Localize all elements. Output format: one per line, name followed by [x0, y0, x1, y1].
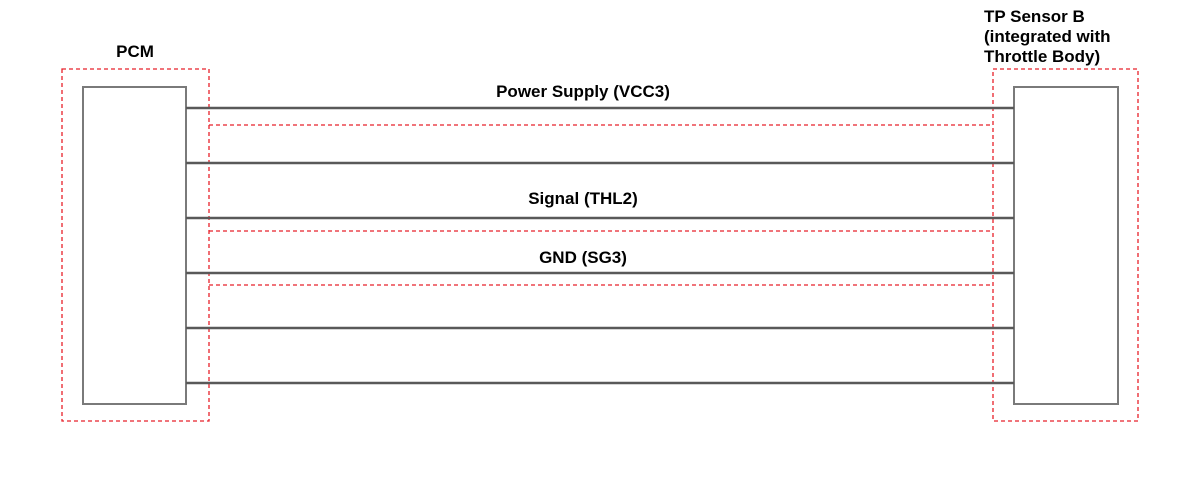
pcm-zone-outline	[61, 68, 210, 422]
sensor-connector	[1013, 86, 1119, 405]
pcm-label: PCM	[116, 42, 154, 61]
pcm-connector	[82, 86, 187, 405]
sensor-label-line-3: Throttle Body)	[984, 47, 1100, 66]
sensor-label-line-2: (integrated with	[984, 27, 1111, 46]
sensor-label-line-1: TP Sensor B	[984, 7, 1085, 26]
wire-label-power-supply: Power Supply (VCC3)	[496, 82, 670, 101]
sensor-zone-outline	[992, 68, 1139, 422]
wire-label-gnd: GND (SG3)	[539, 248, 627, 267]
wire-label-signal: Signal (THL2)	[528, 189, 638, 208]
